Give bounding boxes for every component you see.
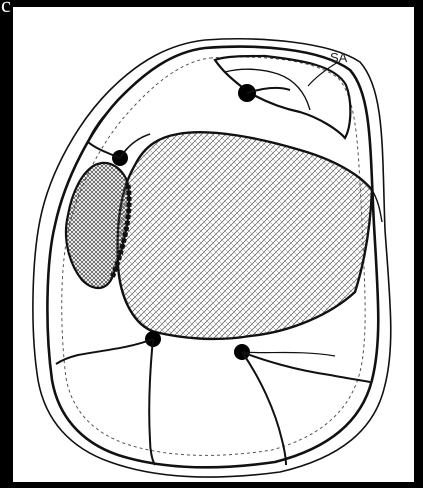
central-mass <box>118 132 372 339</box>
sa-label: SA <box>330 50 348 65</box>
top-compartment <box>215 56 350 138</box>
